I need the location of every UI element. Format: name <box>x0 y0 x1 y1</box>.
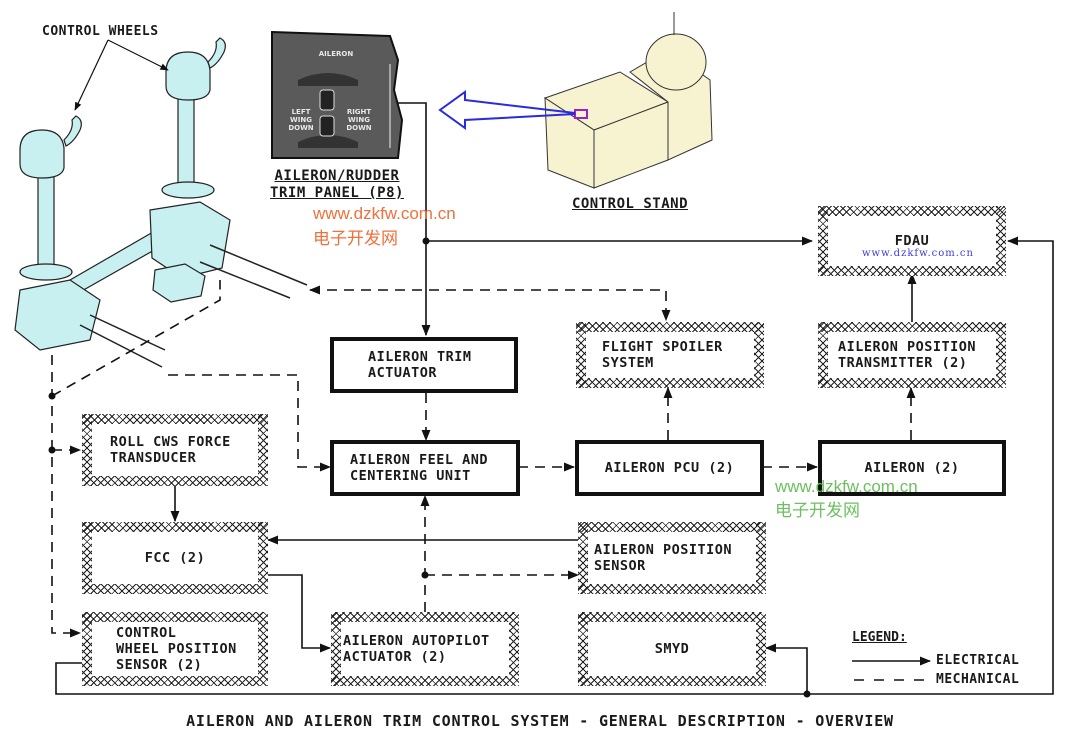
watermark-cn-green: 电子开发网 <box>775 501 860 520</box>
mechanical-connections <box>51 280 916 638</box>
trim-switch-lower <box>319 115 335 137</box>
legend-electrical-label: ELECTRICAL <box>936 653 1020 668</box>
watermark-cn-orange: 电子开发网 <box>313 229 398 248</box>
smyd-box: SMYD <box>578 612 766 686</box>
aileron-position-sensor-box: AILERON POSITION SENSOR <box>578 522 766 594</box>
aileron-feel-centering-unit-box: AILERON FEEL AND CENTERING UNIT <box>330 440 520 496</box>
legend-lines <box>852 656 932 681</box>
aileron-autopilot-actuator-label: AILERON AUTOPILOT ACTUATOR (2) <box>343 633 490 665</box>
watermark-url-orange: www.dzkfw.com.cn <box>313 204 456 223</box>
panel-aileron-label: AILERON <box>318 50 354 58</box>
mech-left-vertical <box>51 355 82 638</box>
trim-panel-illustration: AILERON LEFT WING DOWN RIGHT WING DOWN <box>270 30 405 160</box>
wire-return-to-fdau <box>807 236 1054 695</box>
wire-fcc-to-autopilot <box>268 574 332 653</box>
watermark-url-green: www.dzkfw.com.cn <box>775 477 918 496</box>
panel-left-wing-down-label: LEFT WING DOWN <box>288 108 314 132</box>
mech-diagonal <box>51 280 221 397</box>
flight-spoiler-system-box: FLIGHT SPOILER SYSTEM <box>576 322 764 388</box>
watermark-url-blue: www.dzkfw.com.cn <box>862 248 974 259</box>
roll-cws-force-transducer-label: ROLL CWS FORCE TRANSDUCER <box>110 434 231 466</box>
blue-pointer-arrow <box>438 90 576 130</box>
aileron-pcu-box: AILERON PCU (2) <box>575 440 764 496</box>
aileron-feel-centering-unit-label: AILERON FEEL AND CENTERING UNIT <box>350 452 489 484</box>
control-stand-caption: CONTROL STAND <box>571 196 689 212</box>
wire-cwps-bottom <box>55 662 807 695</box>
roll-cws-force-transducer-box: ROLL CWS FORCE TRANSDUCER <box>82 414 268 486</box>
control-rods <box>79 244 308 368</box>
aileron-trim-actuator-label: AILERON TRIM ACTUATOR <box>368 349 472 381</box>
panel-right-wing-down-label: RIGHT WING DOWN <box>346 108 372 132</box>
wire-panel-to-trim-actuator <box>396 102 431 337</box>
legend-mechanical-label: MECHANICAL <box>936 672 1020 687</box>
aileron-box: AILERON (2) <box>818 440 1006 496</box>
aileron-position-transmitter-box: AILERON POSITION TRANSMITTER (2) <box>818 322 1006 388</box>
fcc-box: FCC (2) <box>82 522 268 594</box>
control-wheels-pointers <box>74 39 169 111</box>
electrical-connections <box>55 102 1054 695</box>
control-wheel-position-sensor-box: CONTROL WHEEL POSITION SENSOR (2) <box>82 612 268 686</box>
wire-to-smyd <box>764 643 808 694</box>
mech-wheels-to-feel <box>168 374 332 472</box>
diagram-title: AILERON AND AILERON TRIM CONTROL SYSTEM … <box>186 712 894 730</box>
aileron-label: AILERON (2) <box>864 460 960 476</box>
control-wheels-label: CONTROL WHEELS <box>42 24 159 39</box>
control-wheel-position-sensor-label: CONTROL WHEEL POSITION SENSOR (2) <box>116 625 237 673</box>
mech-to-spoiler <box>308 285 671 322</box>
fcc-label: FCC (2) <box>144 550 206 566</box>
aileron-autopilot-actuator-box: AILERON AUTOPILOT ACTUATOR (2) <box>331 612 519 686</box>
aileron-trim-actuator-box: AILERON TRIM ACTUATOR <box>330 337 518 393</box>
flight-spoiler-system-label: FLIGHT SPOILER SYSTEM <box>602 339 723 371</box>
aileron-pcu-label: AILERON PCU (2) <box>604 460 735 476</box>
control-stand-illustration <box>543 12 713 189</box>
trim-switch-upper <box>319 89 335 111</box>
smyd-label: SMYD <box>654 641 690 657</box>
aileron-position-sensor-label: AILERON POSITION SENSOR <box>594 542 733 574</box>
legend-title: LEGEND: <box>852 630 907 645</box>
fdau-label: FDAU <box>894 233 930 249</box>
trim-panel-caption: AILERON/RUDDER TRIM PANEL (P8) <box>270 168 404 201</box>
fdau-box: FDAU <box>818 206 1006 276</box>
aileron-position-transmitter-label: AILERON POSITION TRANSMITTER (2) <box>838 339 977 371</box>
control-wheels-illustration <box>14 37 231 351</box>
trim-panel-graphic <box>271 30 404 159</box>
